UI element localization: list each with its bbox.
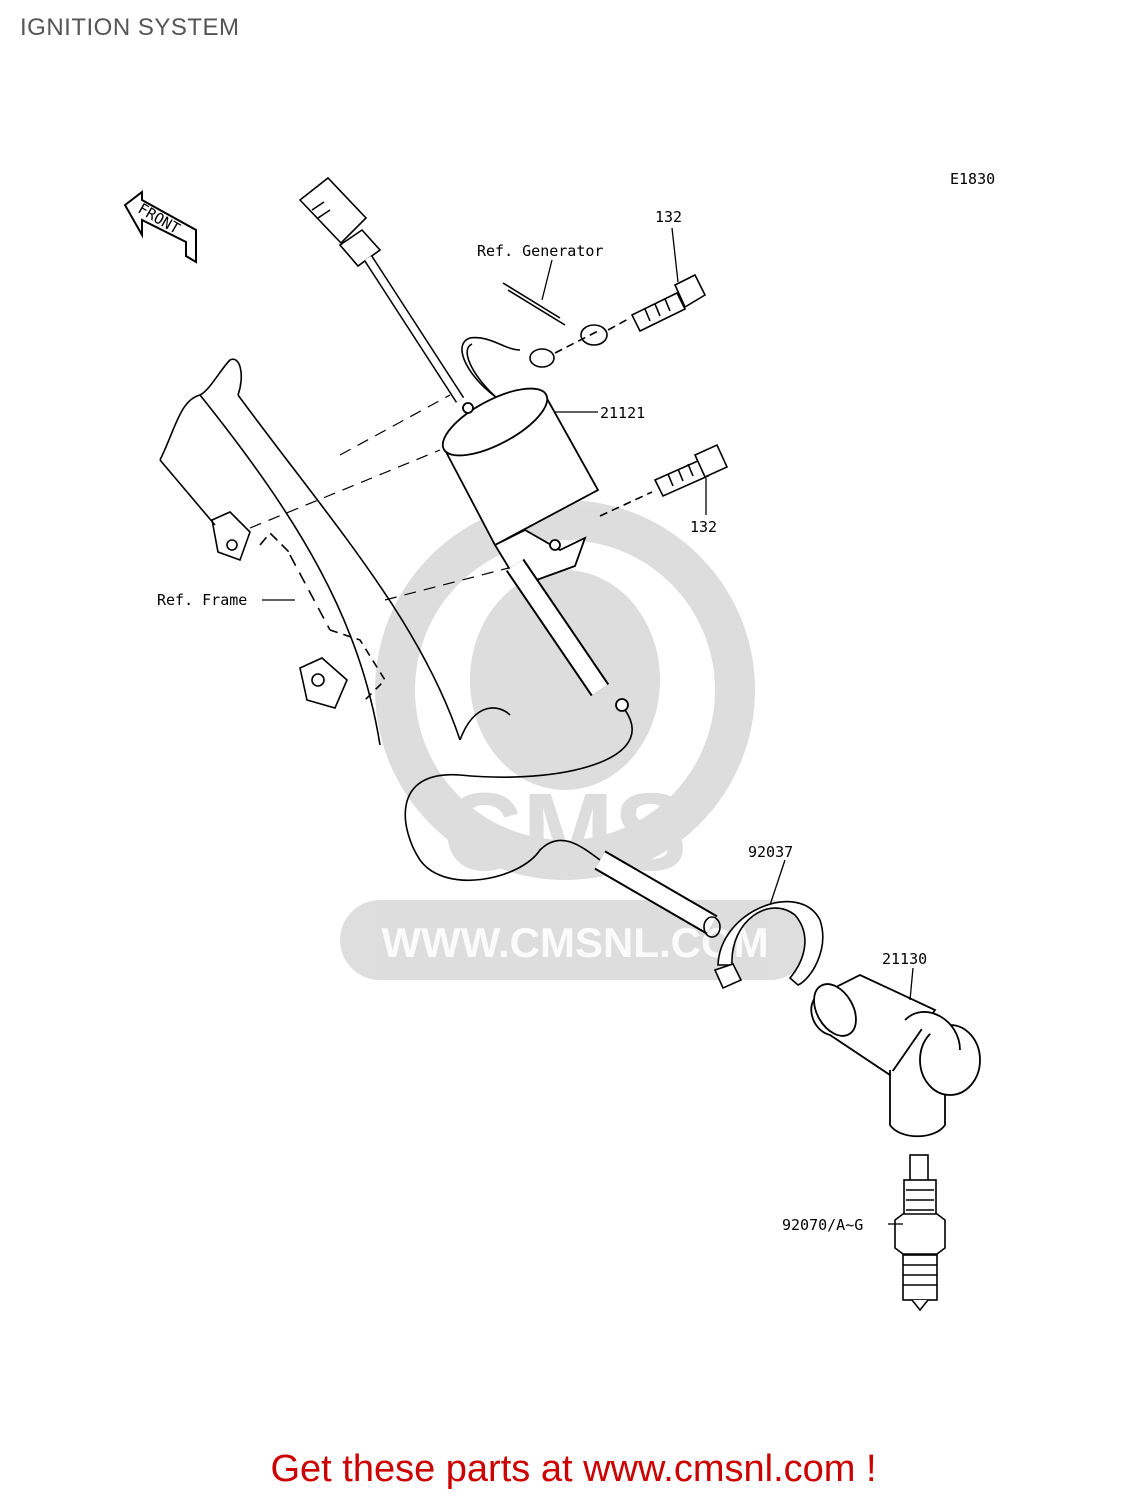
watermark: CMS — [340, 500, 810, 980]
bolt-lower — [599, 443, 729, 517]
projection-lines — [249, 394, 521, 601]
callout-ref-generator: Ref. Generator — [477, 242, 603, 260]
callout-bolt-lower: 132 — [690, 518, 717, 536]
leader-lines — [262, 227, 914, 1225]
diagram-code: E1830 — [950, 170, 995, 188]
callout-spark-plug: 92070/A~G — [782, 1216, 863, 1234]
ignition-coil — [441, 387, 629, 712]
spark-plug-cap — [810, 974, 981, 1138]
coil-primary-connector — [298, 176, 465, 403]
callout-coil: 21121 — [600, 404, 645, 422]
callout-clamp: 92037 — [748, 843, 793, 861]
watermark-brand: CMS — [443, 771, 687, 894]
callout-plug-cap: 21130 — [882, 950, 927, 968]
front-arrow-icon: FRONT — [123, 189, 197, 264]
high-tension-lead — [404, 709, 721, 938]
clamp — [713, 901, 824, 990]
footer-promo-link[interactable]: Get these parts at www.cmsnl.com ! — [270, 1448, 877, 1490]
page-title: IGNITION SYSTEM — [20, 14, 240, 41]
parts-diagram: CMS WWW.CMSNL.COM E1830 FRONT — [123, 170, 995, 1312]
bolt-top — [630, 273, 707, 333]
frame-tube — [159, 358, 511, 746]
ground-wire — [461, 329, 601, 404]
callout-ref-frame: Ref. Frame — [157, 591, 247, 609]
generator-lead — [502, 282, 631, 346]
callout-bolt-top: 132 — [655, 208, 682, 226]
spark-plug — [894, 1154, 946, 1312]
